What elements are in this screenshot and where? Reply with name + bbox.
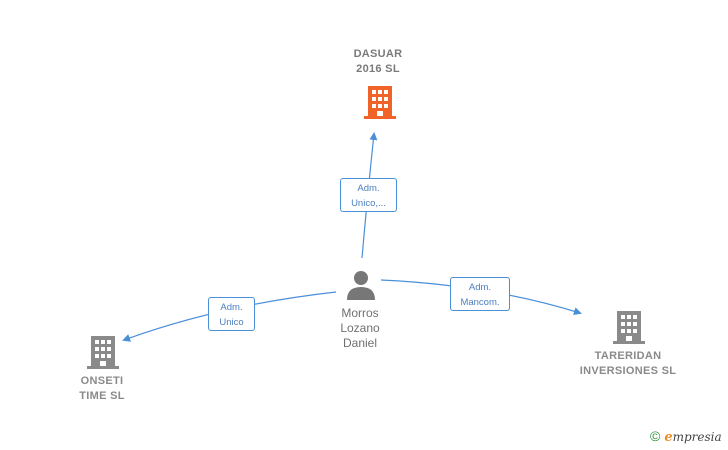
node-label-tareridan[interactable]: TARERIDAN INVERSIONES SL	[579, 350, 677, 377]
brand-logo: ©empresia	[650, 428, 722, 445]
edge-label-to-dasuar: Adm. Unico,...	[340, 178, 397, 212]
building-icon-dasuar[interactable]	[364, 84, 396, 120]
edge-label-to-onseti: Adm. Unico	[208, 297, 255, 331]
node-label-dasuar[interactable]: DASUAR 2016 SL	[353, 48, 403, 75]
edge-label-to-tareridan: Adm. Mancom.	[450, 277, 510, 311]
building-icon-tareridan[interactable]	[613, 309, 645, 345]
copyright-symbol: ©	[650, 428, 661, 444]
person-label[interactable]: Morros Lozano Daniel	[340, 306, 380, 350]
node-label-onseti[interactable]: ONSETI TIME SL	[79, 375, 125, 402]
brand-e: e	[664, 430, 673, 445]
brand-name: mpresia	[672, 430, 722, 444]
building-icon-onseti[interactable]	[87, 334, 119, 370]
person-icon[interactable]	[346, 270, 376, 300]
